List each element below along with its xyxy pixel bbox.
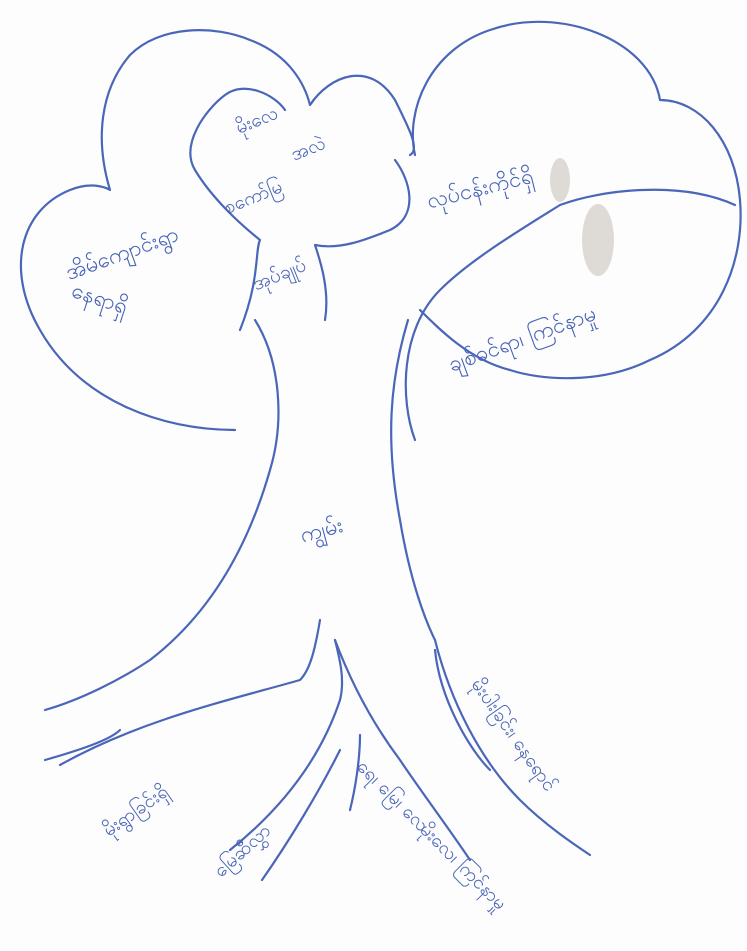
root-text-1: မိုးရွာခြင်းရှိ [98, 779, 175, 845]
root-line-4 [333, 638, 472, 862]
root-line-5 [260, 748, 342, 882]
leaf-text-8: ချစ်ခင်ရာ၊ ကြင်နာမှု [444, 299, 601, 381]
leaf-text-4: အုပ်ချုပ် [249, 253, 311, 299]
root-line-2 [43, 728, 122, 762]
trunk-left [43, 318, 280, 712]
root-text-5: မိုးလေ၊ ကြင်နာမှု [412, 817, 512, 917]
trunk-right [390, 318, 437, 642]
left-crown-outline [19, 29, 415, 432]
stain-smudge [550, 158, 570, 202]
roots-text: မိုးရွာခြင်းရှိ မြေဆီလွှာ ရေ၊ မြေ၊ လေ မိ… [98, 673, 563, 917]
top-left-cloud-text: မိုးလေ အလဲ စကော်မြ အုပ်ချုပ် [220, 101, 329, 299]
stain-smudge [582, 204, 614, 276]
left-inner-cloud-2 [313, 158, 411, 322]
right-cloud-text: လုပ်ငန်းကိုင်ရှိ ချစ်ခင်ရာ၊ ကြင်နာမှု [424, 163, 601, 382]
root-line-6 [433, 638, 592, 857]
right-crown-outline [411, 20, 742, 380]
leaf-text-1: မိုးလေ [232, 101, 283, 142]
leaf-text-7: လုပ်ငန်းကိုင်ရှိ [424, 163, 537, 219]
root-line-8 [348, 733, 362, 812]
root-line-3 [228, 638, 344, 852]
root-line-7 [433, 648, 492, 772]
leaf-text-6: နေရာရှိ [67, 277, 131, 324]
leaf-text-2: အလဲ [288, 132, 329, 166]
left-inner-cloud-outline [189, 87, 287, 332]
root-text-2: မြေဆီလွှာ [208, 818, 278, 885]
trunk-label: ကျွမ်း [297, 512, 347, 553]
trunk-label-group: ကျွမ်း [297, 512, 347, 553]
root-line-1 [58, 618, 322, 767]
leaf-text-3: စကော်မြ [220, 174, 287, 223]
root-text-4: မိုးပါးခြင်း၊ နေရောင် [463, 673, 562, 798]
right-inner-cloud [404, 188, 737, 442]
left-cloud-text: အိမ်ကျောင်းရွာ နေရာရှိ [62, 221, 184, 325]
